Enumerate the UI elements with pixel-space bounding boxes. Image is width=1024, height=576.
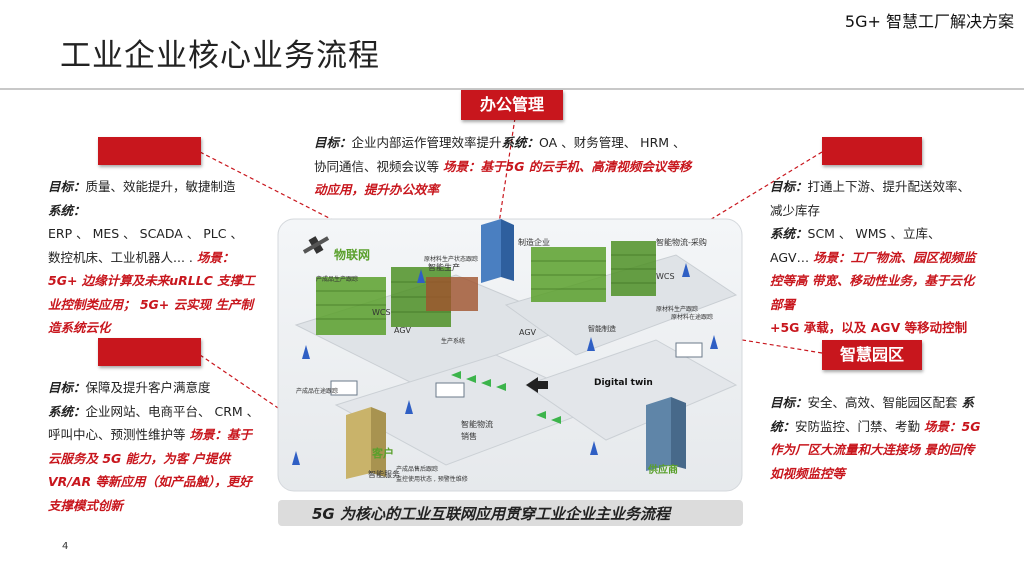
- park-description: 目标：安全、高效、智能园区配套 系统：安防监控、门禁、考勤 场景：5G 作为厂区…: [770, 391, 982, 485]
- label-production-line: 生产系统: [441, 337, 465, 345]
- park-scene: 5G 作为厂区大流量和大连接场 景的回传如视频监控等: [770, 418, 981, 481]
- label-supplier: 供应商: [647, 463, 678, 476]
- footer-bar: [278, 500, 743, 526]
- customer-tag: [98, 338, 201, 366]
- customer-description: 目标：保障及提升客户满意度 系统：企业网站、电商平台、 CRM 、 呼叫中心、预…: [48, 376, 260, 517]
- office-goal-label: 目标：: [314, 135, 352, 150]
- customer-building: [346, 407, 386, 479]
- page-title: 工业企业核心业务流程: [60, 38, 380, 74]
- logistics-goal-label: 目标：: [770, 179, 808, 194]
- smart-park-tag: 智慧园区: [822, 340, 922, 370]
- logistics-description: 目标：打通上下游、提升配送效率、减少库存 系统：SCM 、 WMS 、立库、 A…: [770, 175, 982, 340]
- office-sys-label: 系统：: [501, 135, 540, 150]
- customer-systems: 企业网站、电商平台、 CRM 、 呼叫中心、预测性维护等: [48, 403, 260, 443]
- label-agv-1: AGV: [394, 326, 412, 335]
- office-goal: 企业内部运作管理效率提升: [351, 135, 502, 150]
- label-smart-logistics: 智能物流: [461, 419, 493, 429]
- office-management-tag: 办公管理: [461, 90, 563, 120]
- park-goal-label: 目标：: [770, 395, 808, 410]
- enterprise-building: [481, 219, 514, 283]
- truck-left: [330, 380, 358, 396]
- label-logistics-purchase: 智能物流-采购: [656, 237, 707, 247]
- park-systems: 安防监控、门禁、考勤: [795, 418, 921, 434]
- truck-right: [675, 342, 703, 358]
- logistics-tag: [822, 137, 922, 165]
- production-goal-label: 目标：: [48, 179, 86, 194]
- supplier-building: [646, 397, 686, 471]
- logistics-sys-label: 系统：: [770, 226, 808, 241]
- label-wcs-2: WCS: [656, 272, 675, 281]
- label-smart-service: 智能服务: [368, 469, 400, 479]
- office-description: 目标：企业内部运作管理效率提升系统：OA 、财务管理、 HRM 、协同通信、视频…: [314, 131, 694, 202]
- label-smart-production: 智能生产: [428, 262, 460, 272]
- park-goal: 安全、高效、智能园区配套: [807, 395, 958, 410]
- production-systems: ERP 、 MES 、 SCADA 、 PLC 、 数控机床、工业机器人... …: [48, 226, 243, 265]
- customer-goal-label: 目标：: [48, 380, 86, 395]
- label-sales: 销售: [461, 431, 477, 441]
- factory-illustration: 物联网 制造企业 WCS WCS AGV AGV 智能生产 智能物流-采购 Di…: [277, 218, 743, 492]
- logistics-scene: 工厂物流、园区视频监控等高 带宽、移动性业务，基于云化部署: [770, 249, 976, 312]
- logistics-extra: +5G 承载，以及 AGV 等移动控制: [770, 320, 968, 335]
- right-storage-racks: [531, 241, 656, 302]
- label-monitor: 监控使用状态 , 预警性维修: [396, 475, 468, 483]
- stock-rack: [426, 277, 478, 311]
- production-sys-label: 系统：: [48, 202, 86, 218]
- footer-caption: 5G 为核心的工业互联网应用贯穿工业企业主业务流程: [312, 505, 670, 523]
- park-scene-label: 场景：: [924, 418, 962, 434]
- connector-production: [199, 151, 416, 263]
- production-scene: 5G+ 边缘计算及未来uRLLC 支撑工业控制类应用； 5G+ 云实现 生产制造…: [48, 273, 255, 335]
- customer-scene: 基于云服务及 5G 能力，为客 户提供VR/AR 等新应用（如产品触），更好支撑…: [48, 427, 253, 513]
- label-lifecycle: 产成品售后跟踪: [396, 465, 438, 473]
- production-scene-label: 场景：: [196, 249, 235, 265]
- label-sales-shipping: 原材料在途跟踪: [671, 313, 713, 321]
- park-sys-label: 系统：: [770, 395, 975, 434]
- office-systems: OA 、财务管理、 HRM 、协同通信、视频会议等: [314, 135, 686, 174]
- label-product-tracking: 产成品生产跟踪: [316, 275, 358, 283]
- logistics-systems: SCM 、 WMS 、立库、 AGV…: [770, 226, 941, 265]
- label-smart-mfg: 智能制造: [588, 324, 616, 333]
- brand-label: 5G+ 智慧工厂解决方案: [844, 12, 1014, 31]
- production-description: 目标：质量、效能提升，敏捷制造 系统： ERP 、 MES 、 SCADA 、 …: [48, 175, 258, 340]
- label-digital-twin: Digital twin: [594, 378, 653, 388]
- logistics-goal: 打通上下游、提升配送效率、减少库存: [770, 179, 971, 218]
- office-scene-label: 场景：: [443, 158, 481, 174]
- office-scene: 基于5G 的云手机、高清视频会议等移动应用，提升办公效率: [314, 158, 692, 198]
- production-tag: [98, 137, 201, 165]
- label-product-shipping: 产成品在途跟踪: [296, 387, 338, 395]
- satellite-icon: [302, 236, 330, 254]
- 5g-antennas: [292, 263, 718, 465]
- black-arrow: [526, 377, 548, 393]
- customer-goal: 保障及提升客户满意度: [85, 380, 211, 395]
- connector-office: [497, 117, 516, 231]
- truck-center: [435, 382, 465, 398]
- title-divider: [0, 88, 1024, 90]
- customer-scene-label: 场景：: [189, 427, 228, 442]
- flow-arrows: [451, 371, 561, 424]
- page-number: 4: [62, 541, 69, 552]
- label-wcs-1: WCS: [372, 308, 391, 317]
- label-iot: 物联网: [334, 247, 370, 262]
- label-raw-material-track-2: 原材料生产跟踪: [656, 305, 698, 313]
- label-raw-material-tracking: 原材料生产状态跟踪: [424, 255, 478, 263]
- label-enterprise: 制造企业: [518, 237, 550, 247]
- production-goal: 质量、效能提升，敏捷制造: [85, 179, 236, 194]
- label-customer: 客户: [371, 446, 394, 460]
- customer-sys-label: 系统：: [48, 403, 86, 419]
- label-agv-2: AGV: [519, 328, 537, 337]
- logistics-scene-label: 场景：: [813, 249, 851, 265]
